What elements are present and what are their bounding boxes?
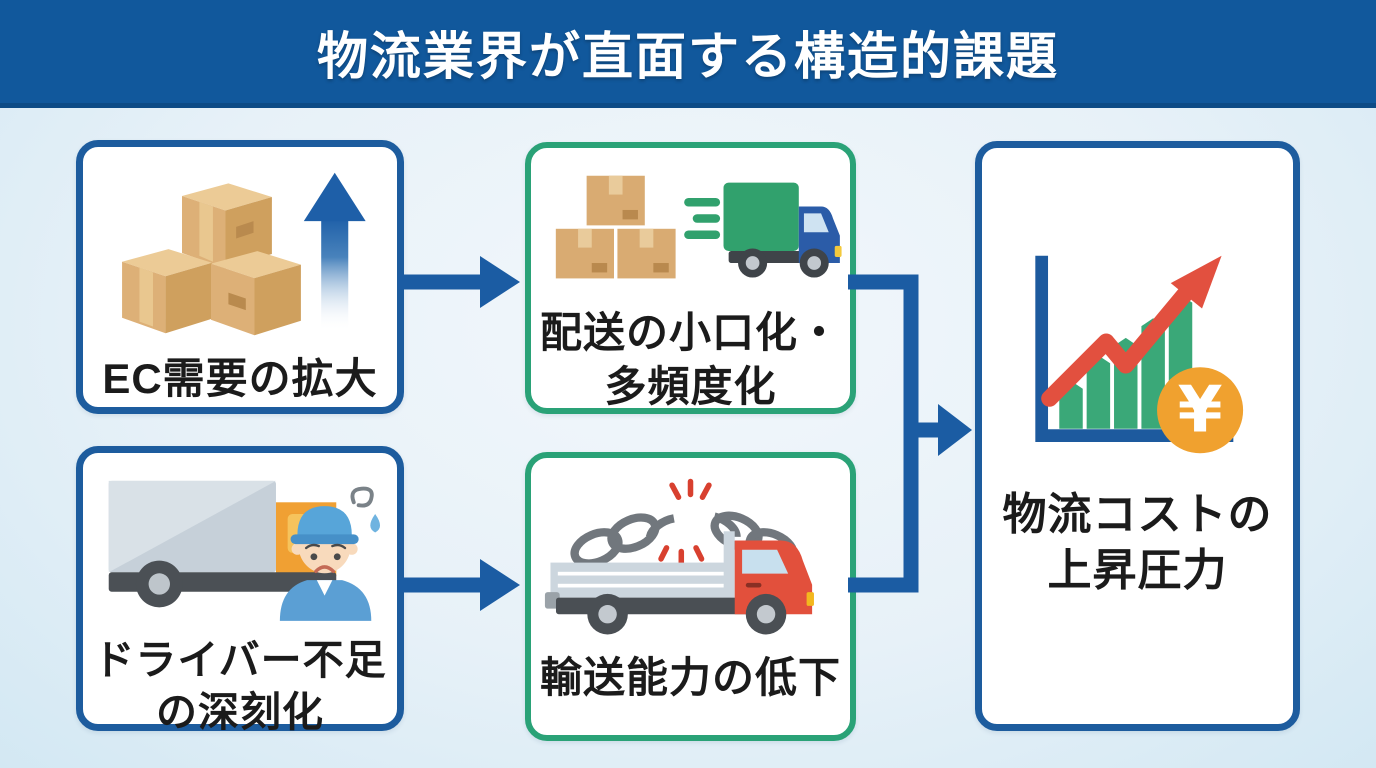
parcels-speeding-truck-icon — [555, 175, 842, 279]
cardboard-box-top — [182, 183, 272, 269]
cardboard-box-left — [122, 249, 212, 334]
break-sparks — [658, 478, 712, 568]
card-label-line: 多頻度化 — [604, 362, 777, 410]
rising-cost-chart-icon: ¥ — [1035, 255, 1244, 454]
card-label: 物流コストの 上昇圧力 — [1003, 487, 1273, 600]
broken-chain-truck-icon — [544, 478, 814, 635]
card-capacity-decline: 輸送能力の低下 — [525, 452, 856, 741]
card-driver-shortage: ドライバー不足 の深刻化 — [76, 446, 404, 735]
card-cost-pressure: ¥ 物流コストの 上昇圧力 — [975, 141, 1300, 731]
card-label-line: 輸送能力の低下 — [539, 654, 841, 701]
card-label: 配送の小口化・ 多頻度化 — [540, 306, 841, 414]
green-delivery-truck — [723, 182, 842, 278]
stress-squiggle-icon — [350, 486, 374, 508]
card-label: ドライバー不足 の深刻化 — [93, 634, 386, 739]
card-label: EC需要の拡大 — [102, 352, 377, 406]
flow-arrow-ec-to-parcel — [398, 256, 520, 308]
broken-chain-truck-icon — [543, 476, 838, 645]
stacked-boxes-rise-icon — [122, 172, 366, 336]
card-label-line: ドライバー不足 — [93, 637, 387, 683]
title-bar: 物流業界が直面する構造的課題 — [0, 0, 1376, 108]
tired-driver-truck-icon — [99, 475, 381, 626]
tired-driver-truck-icon — [108, 480, 381, 621]
card-label-line: の深刻化 — [156, 689, 324, 736]
card-ec-demand: EC需要の拡大 — [76, 140, 404, 414]
stacked-boxes-rise-icon — [110, 167, 370, 346]
flow-merge-arrow-to-cost — [848, 274, 972, 593]
sweat-drop-icon — [370, 513, 381, 533]
yen-symbol: ¥ — [1178, 373, 1223, 448]
card-label-line: 物流コストの — [1002, 490, 1273, 539]
red-flatbed-truck — [544, 531, 814, 635]
up-arrow-icon — [303, 172, 366, 332]
flow-arrow-driver-to-capacity — [398, 559, 520, 611]
card-label-line: 上昇圧力 — [1047, 546, 1228, 596]
card-label-line: 配送の小口化・ — [539, 309, 841, 356]
yen-coin-icon: ¥ — [1157, 367, 1244, 454]
card-small-lot-delivery: 配送の小口化・ 多頻度化 — [525, 142, 856, 414]
card-label: 輸送能力の低下 — [540, 651, 841, 705]
page-title: 物流業界が直面する構造的課題 — [316, 27, 1059, 85]
rising-arrow — [1041, 255, 1222, 407]
parcels-speeding-truck-icon — [537, 174, 845, 292]
speed-lines — [683, 197, 720, 240]
parcel-boxes — [555, 175, 676, 279]
cardboard-box-right — [211, 251, 301, 336]
worried-driver — [279, 506, 372, 621]
rising-cost-chart-icon: ¥ — [1020, 244, 1255, 469]
card-label-line: EC需要の拡大 — [102, 355, 378, 402]
